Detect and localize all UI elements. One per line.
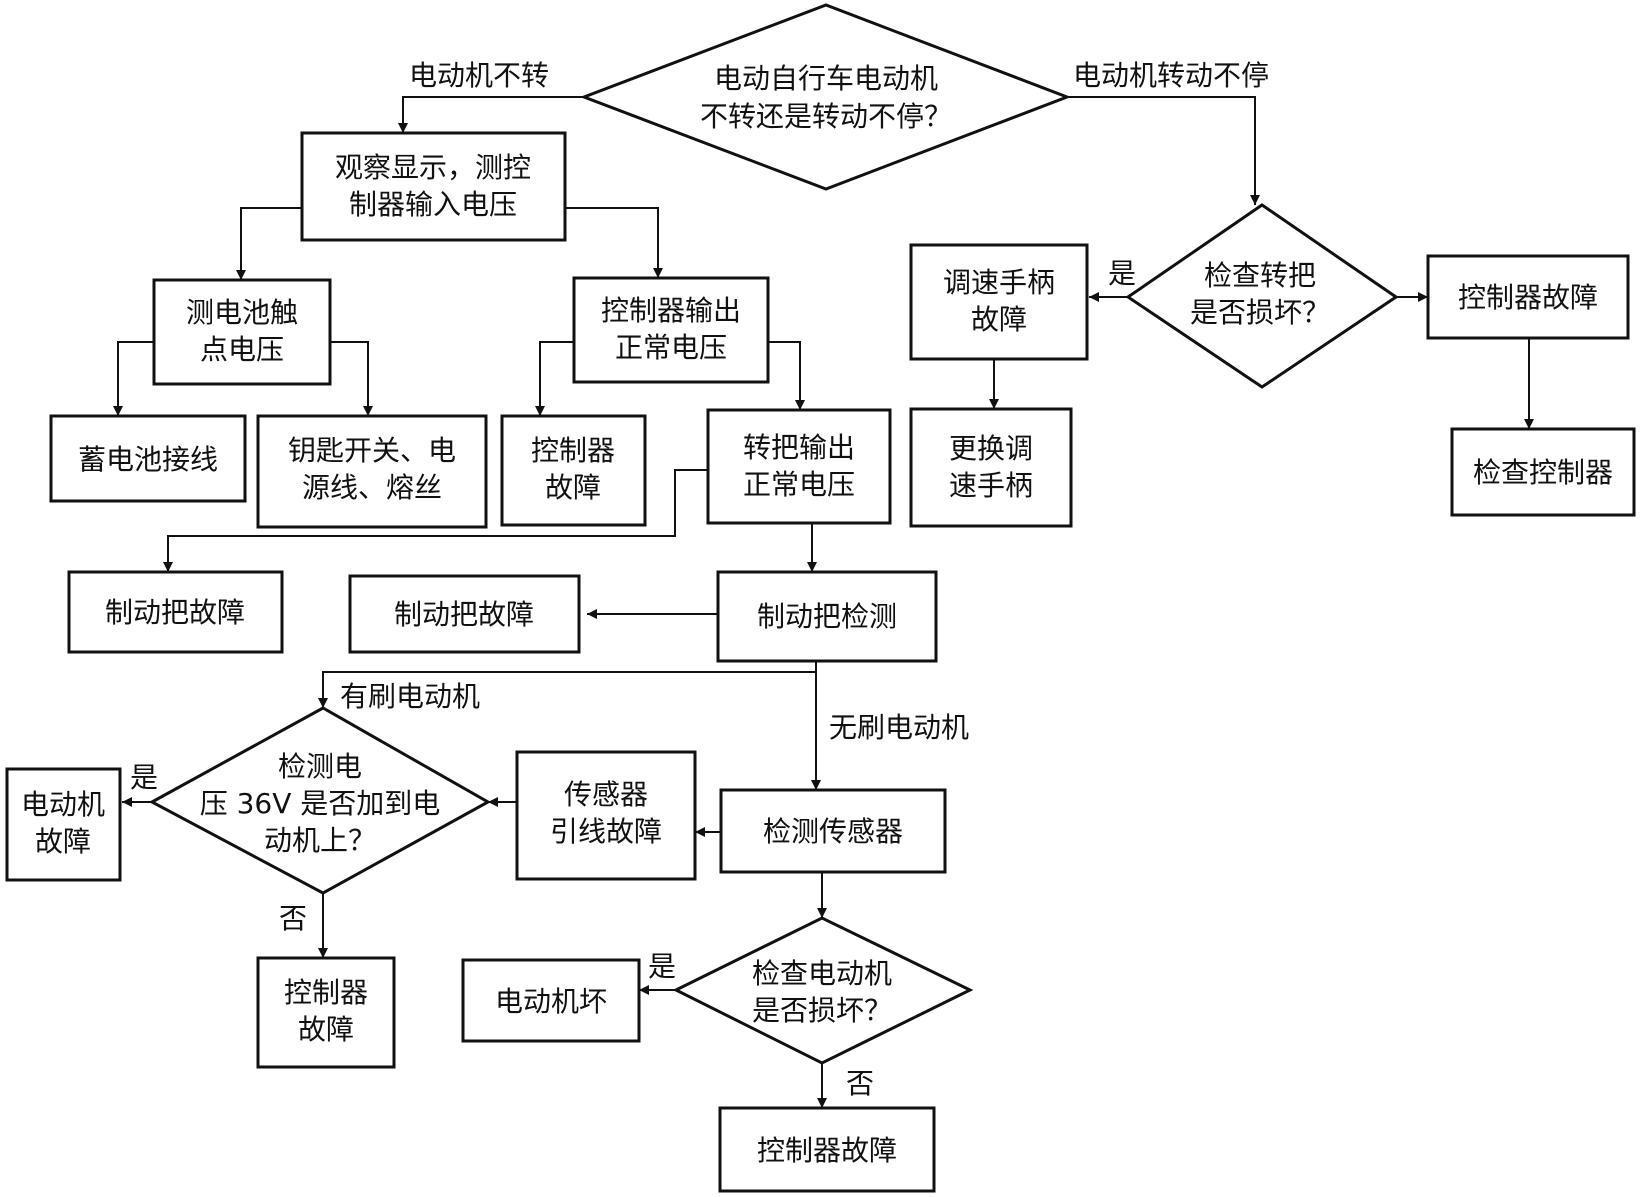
throttle-damaged-line1: 检查转把 [1204, 259, 1316, 292]
controller-fault-d-line1: 控制器故障 [1458, 281, 1598, 314]
motor-damaged-line1: 检查电动机 [752, 957, 892, 990]
speed-handle-fault-box: 调速手柄 故障 [909, 243, 1089, 361]
brake-fault-mid-box: 制动把故障 [348, 574, 581, 654]
battery-voltage-box: 测电池触 点电压 [152, 278, 332, 386]
start-decision: 电动自行车电动机 不转还是转动不停？ [579, 3, 1072, 191]
replace-handle-box: 更换调 速手柄 [909, 407, 1073, 528]
key-switch-box: 钥匙开关、电 源线、熔丝 [256, 414, 488, 529]
brake-fault-left-box: 制动把故障 [67, 570, 284, 654]
speed-handle-fault-line1: 调速手柄 [943, 266, 1055, 299]
motor-broken-box: 电动机坏 [461, 958, 641, 1043]
controller-output-line1: 控制器输出 [601, 294, 741, 327]
throttle-output-box: 转把输出 正常电压 [706, 408, 892, 525]
battery-voltage-line1: 测电池触 [186, 296, 298, 329]
motor-fault-line2: 故障 [35, 825, 91, 858]
motor-fault-box: 电动机 故障 [5, 767, 122, 882]
controller-fault-a-box: 控制器 故障 [500, 414, 647, 527]
controller-fault-b-line2: 故障 [298, 1013, 354, 1046]
label-yes-motor-broken: 是 [648, 950, 676, 983]
edge-start-to-throttle-check [1067, 96, 1260, 205]
controller-fault-c-line1: 控制器故障 [757, 1134, 897, 1167]
brake-fault-mid-line1: 制动把故障 [394, 598, 534, 631]
replace-handle-line1: 更换调 [949, 432, 1033, 465]
brake-check-line1: 制动把检测 [757, 600, 897, 633]
controller-output-line2: 正常电压 [615, 331, 727, 364]
edge-start-to-observe [398, 96, 584, 133]
label-no-controller: 否 [279, 902, 307, 935]
edge-observe-to-controller-output [565, 207, 663, 278]
brake-check-box: 制动把检测 [716, 570, 938, 663]
label-brushless-motor: 无刷电动机 [829, 711, 969, 744]
observe-box: 观察显示，测控 制器输入电压 [300, 131, 567, 242]
throttle-output-line2: 正常电压 [743, 468, 855, 501]
controller-fault-b-box: 控制器 故障 [256, 956, 396, 1069]
speed-handle-fault-line2: 故障 [971, 303, 1027, 336]
edge-battery-to-key-switch [330, 341, 373, 416]
edge-observe-to-battery [236, 207, 302, 280]
controller-fault-a-line1: 控制器 [531, 434, 615, 467]
battery-wiring-box: 蓄电池接线 [49, 414, 247, 503]
motor-damaged-line2: 是否损坏？ [752, 994, 892, 1027]
key-switch-line2: 源线、熔丝 [302, 471, 442, 504]
battery-voltage-line2: 点电压 [200, 333, 284, 366]
voltage-check-line3: 动机上？ [264, 824, 376, 857]
edge-brake-check-to-brushed [318, 661, 817, 708]
controller-output-box: 控制器输出 正常电压 [572, 276, 770, 384]
label-motor-keeps-turning: 电动机转动不停 [1073, 59, 1269, 92]
start-decision-line2: 不转还是转动不停？ [700, 100, 952, 133]
start-decision-line1: 电动自行车电动机 [714, 62, 938, 95]
sensor-check-line1: 检测传感器 [763, 815, 903, 848]
sensor-lead-fault-box: 传感器 引线故障 [515, 750, 697, 881]
voltage-check-decision: 检测电 压 36V 是否加到电 动机上？ [148, 706, 492, 895]
controller-fault-b-line1: 控制器 [284, 976, 368, 1009]
edge-output-to-throttle-output [768, 341, 805, 410]
throttle-output-line1: 转把输出 [743, 431, 855, 464]
check-controller-box: 检查控制器 [1450, 427, 1636, 517]
label-motor-not-turning: 电动机不转 [409, 59, 549, 92]
sensor-check-box: 检测传感器 [719, 788, 947, 874]
controller-fault-a-line2: 故障 [545, 471, 601, 504]
controller-fault-d-box: 控制器故障 [1426, 254, 1630, 340]
label-brushed-motor: 有刷电动机 [340, 680, 480, 713]
label-yes-handle: 是 [1108, 257, 1136, 290]
edge-output-to-controller-fault [535, 341, 574, 416]
controller-fault-c-box: 控制器故障 [718, 1106, 936, 1193]
label-yes-motor-fault: 是 [130, 761, 158, 794]
throttle-damaged-line2: 是否损坏？ [1190, 296, 1330, 329]
label-no-controller-c: 否 [846, 1067, 874, 1100]
brake-fault-left-line1: 制动把故障 [105, 596, 245, 629]
voltage-check-line2: 压 36V 是否加到电 [200, 787, 441, 820]
edges [113, 96, 1534, 1108]
voltage-check-line1: 检测电 [278, 750, 362, 783]
edge-throttle-output-to-brake-fault [163, 469, 708, 572]
edge-labels: 电动机不转 电动机转动不停 有刷电动机 无刷电动机 是 是 否 是 否 [130, 59, 1269, 1100]
replace-handle-line2: 速手柄 [949, 469, 1033, 502]
motor-damaged-decision: 检查电动机 是否损坏？ [672, 916, 974, 1065]
observe-line2: 制器输入电压 [349, 188, 517, 221]
sensor-lead-fault-line2: 引线故障 [550, 815, 662, 848]
throttle-damaged-decision: 检查转把 是否损坏？ [1125, 203, 1399, 389]
sensor-lead-fault-line1: 传感器 [564, 778, 648, 811]
motor-fault-line1: 电动机 [21, 788, 105, 821]
observe-line1: 观察显示，测控 [335, 151, 531, 184]
check-controller-line1: 检查控制器 [1473, 456, 1613, 489]
edge-battery-to-wiring [113, 341, 154, 416]
motor-broken-line1: 电动机坏 [495, 985, 607, 1018]
key-switch-line1: 钥匙开关、电 [288, 434, 456, 467]
battery-wiring-line1: 蓄电池接线 [78, 443, 218, 476]
